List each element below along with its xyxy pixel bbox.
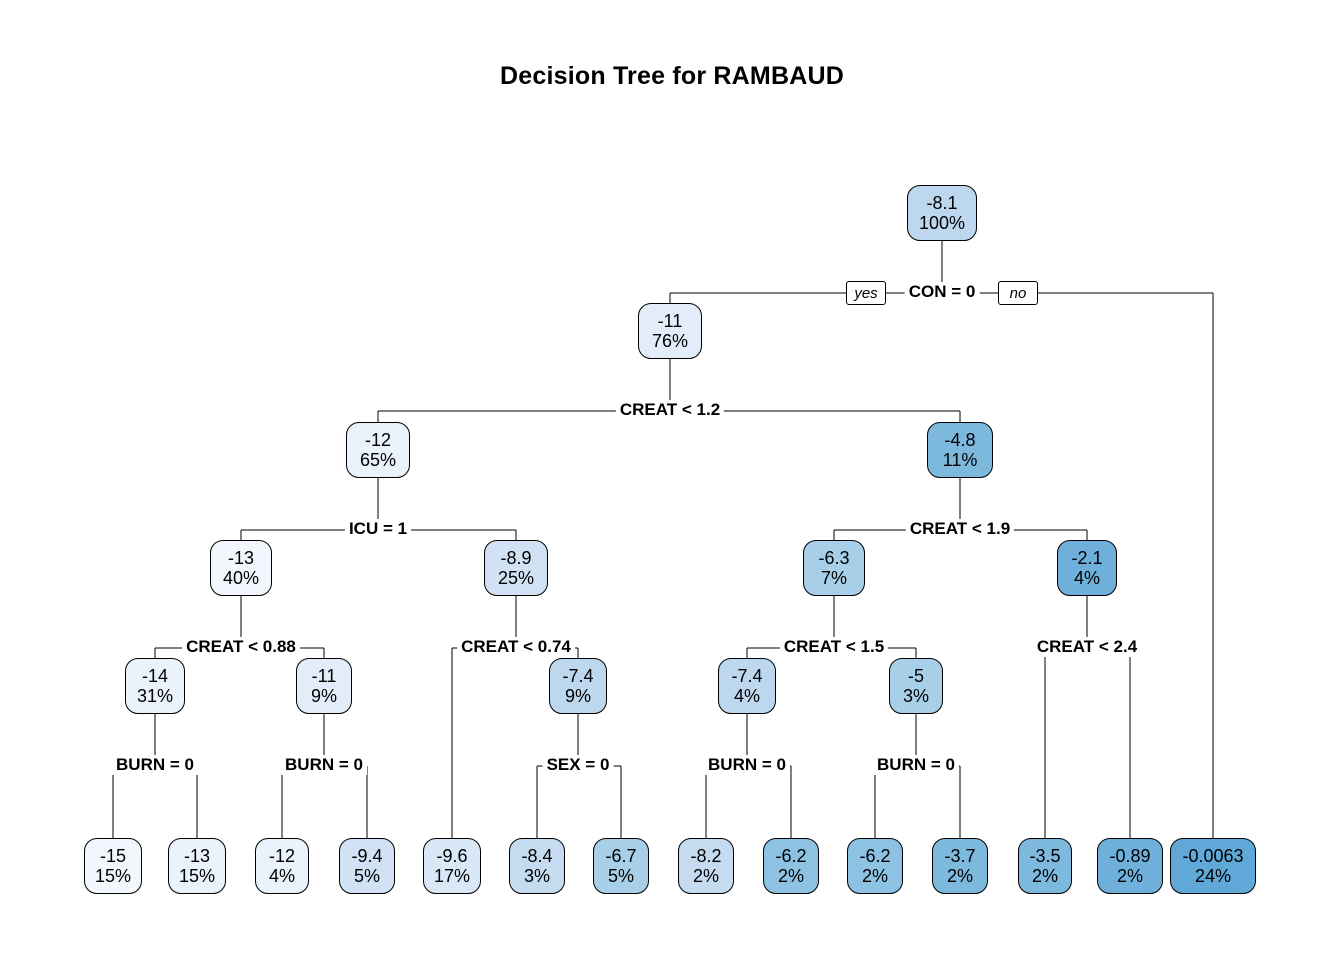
node-percent: 25% [497,568,535,588]
node-value: -14 [141,665,168,686]
node-percent: 7% [820,568,847,588]
node-value: -8.9 [500,547,532,568]
node-percent: 15% [178,866,216,886]
node-percent: 65% [359,450,397,470]
node-percent: 76% [651,331,689,351]
node-percent: 11% [942,450,978,470]
node-value: -4.8 [944,429,976,450]
node-value: -0.0063 [1182,845,1244,866]
split-condition-label: CON = 0 [904,282,980,302]
node-percent: 3% [523,866,550,886]
node-percent: 4% [733,686,760,706]
node-value: -11 [657,310,683,331]
split-condition-label: CREAT < 1.9 [905,519,1015,539]
node-percent: 4% [268,866,295,886]
branch-label-no: no [998,281,1038,305]
split-condition-label: SEX = 0 [542,755,614,775]
node-percent: 15% [94,866,132,886]
split-condition-label: BURN = 0 [704,755,790,775]
split-condition-label: CREAT < 2.4 [1032,637,1142,657]
node-value: -7.4 [562,665,594,686]
split-condition-label: BURN = 0 [281,755,367,775]
node-percent: 2% [1116,866,1143,886]
node-value: -0.89 [1109,845,1151,866]
node-value: -11 [311,665,337,686]
node-value: -12 [364,429,391,450]
page-title: Decision Tree for RAMBAUD [500,62,844,90]
node-percent: 9% [564,686,591,706]
node-percent: 100% [918,213,966,233]
node-percent: 40% [222,568,260,588]
node-value: -6.7 [605,845,637,866]
node-percent: 5% [607,866,634,886]
node-value: -8.4 [521,845,553,866]
split-condition-label: BURN = 0 [112,755,198,775]
node-value: -12 [268,845,295,866]
split-condition-label: CREAT < 0.88 [182,637,300,657]
node-value: -15 [99,845,126,866]
node-percent: 5% [353,866,380,886]
node-value: -8.2 [690,845,722,866]
node-percent: 17% [433,866,471,886]
split-condition-label: ICU = 1 [344,519,412,539]
node-value: -6.2 [775,845,807,866]
node-percent: 4% [1073,568,1100,588]
node-value: -3.5 [1029,845,1061,866]
node-value: -2.1 [1071,547,1103,568]
node-percent: 2% [777,866,804,886]
node-value: -13 [227,547,254,568]
node-value: -13 [183,845,210,866]
node-percent: 2% [1031,866,1058,886]
node-percent: 31% [136,686,174,706]
node-value: -7.4 [731,665,763,686]
node-percent: 2% [946,866,973,886]
node-value: -5 [907,665,924,686]
node-value: -6.2 [859,845,891,866]
node-value: -9.4 [351,845,383,866]
node-percent: 24% [1194,866,1232,886]
node-percent: 3% [902,686,929,706]
node-value: -8.1 [926,192,958,213]
split-condition-label: CREAT < 0.74 [457,637,575,657]
node-percent: 2% [692,866,719,886]
node-value: -9.6 [436,845,468,866]
split-condition-label: BURN = 0 [873,755,959,775]
split-condition-label: CREAT < 1.5 [779,637,889,657]
node-percent: 2% [861,866,888,886]
split-condition-label: CREAT < 1.2 [615,400,725,420]
node-value: -6.3 [818,547,850,568]
node-percent: 9% [310,686,337,706]
node-value: -3.7 [944,845,976,866]
branch-label-yes: yes [846,281,886,305]
